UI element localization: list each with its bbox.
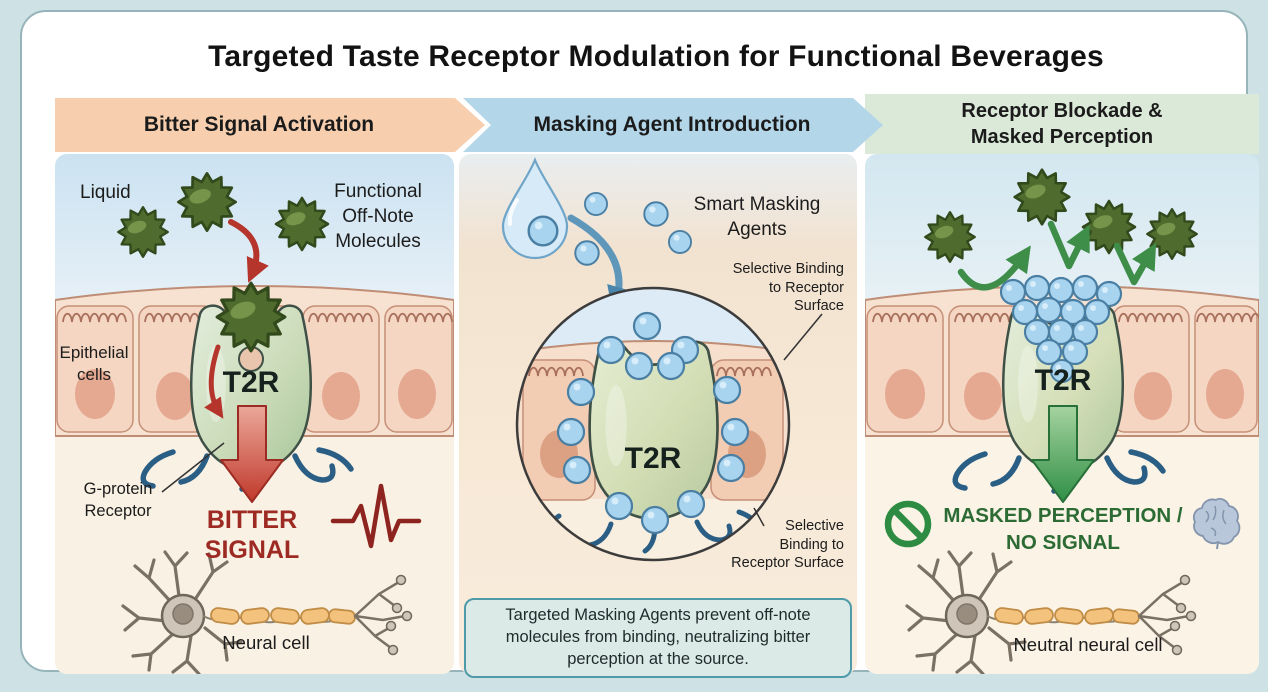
caption-box: Targeted Masking Agents prevent off-note… <box>464 598 852 678</box>
t2r-receptor-icon <box>1002 304 1124 473</box>
t2r-label: T2R <box>222 366 280 399</box>
smart-masking-agents-label: Smart Masking Agents <box>693 194 821 241</box>
neural-cell-label: Neural cell <box>222 632 310 653</box>
bitter-signal-label: BITTER SIGNAL <box>204 506 300 564</box>
caption-text: Targeted Masking Agents prevent off-note… <box>505 606 811 668</box>
activation-arrow-icon <box>204 344 224 419</box>
binding-bottom-pointer-line <box>753 507 765 527</box>
droplet-icon <box>501 157 569 260</box>
panel-bitter <box>55 154 454 674</box>
figure-card: Targeted Taste Receptor Modulation for F… <box>20 10 1259 678</box>
magnifier-circle <box>515 286 791 562</box>
panel-header-blockade: Receptor Blockade & Masked Perception <box>865 94 1259 154</box>
selective-binding-bottom-label: Selective Binding to Receptor Surface <box>731 518 844 572</box>
bounce-arrow-icon <box>957 220 1157 291</box>
binding-top-pointer-line <box>783 313 823 361</box>
neutral-neural-cell-label: Neutral neural cell <box>1013 634 1163 655</box>
t2r-label: T2R <box>1034 364 1092 397</box>
panel-header-bitter-label: Bitter Signal Activation <box>143 113 375 136</box>
bitter-signal-arrow-icon <box>220 405 284 503</box>
neuron-icon <box>905 550 1197 674</box>
gprotein-pointer-line <box>161 442 225 493</box>
brain-icon <box>1192 497 1241 550</box>
panel-header-bitter: Bitter Signal Activation <box>55 98 485 152</box>
panel-blockade <box>865 154 1259 674</box>
liquid-label: Liquid <box>80 182 131 203</box>
binding-arrow-icon <box>228 219 269 283</box>
panel-masking <box>459 154 857 674</box>
offnote-molecules-label: Functional Off-Note Molecules <box>334 181 422 253</box>
pulse-waveform-icon <box>330 483 422 549</box>
neuron-icon <box>121 550 413 674</box>
masked-perception-label: MASKED PERCEPTION / NO SIGNAL <box>943 504 1183 555</box>
page-title: Targeted Taste Receptor Modulation for F… <box>208 40 1104 73</box>
panel-header-blockade-label: Receptor Blockade & Masked Perception <box>961 99 1163 148</box>
t2r-label: T2R <box>624 442 682 475</box>
epithelial-cells-label: Epithelial cells <box>59 343 129 385</box>
panel-header-masking-label: Masking Agent Introduction <box>533 113 811 136</box>
no-signal-icon <box>884 500 932 548</box>
selective-binding-top-label: Selective Binding to Receptor Surface <box>732 261 844 315</box>
panel-header-masking: Masking Agent Introduction <box>463 98 883 152</box>
no-signal-arrow-icon <box>1031 405 1095 503</box>
gprotein-receptor-label: G-protein Receptor <box>83 480 153 521</box>
